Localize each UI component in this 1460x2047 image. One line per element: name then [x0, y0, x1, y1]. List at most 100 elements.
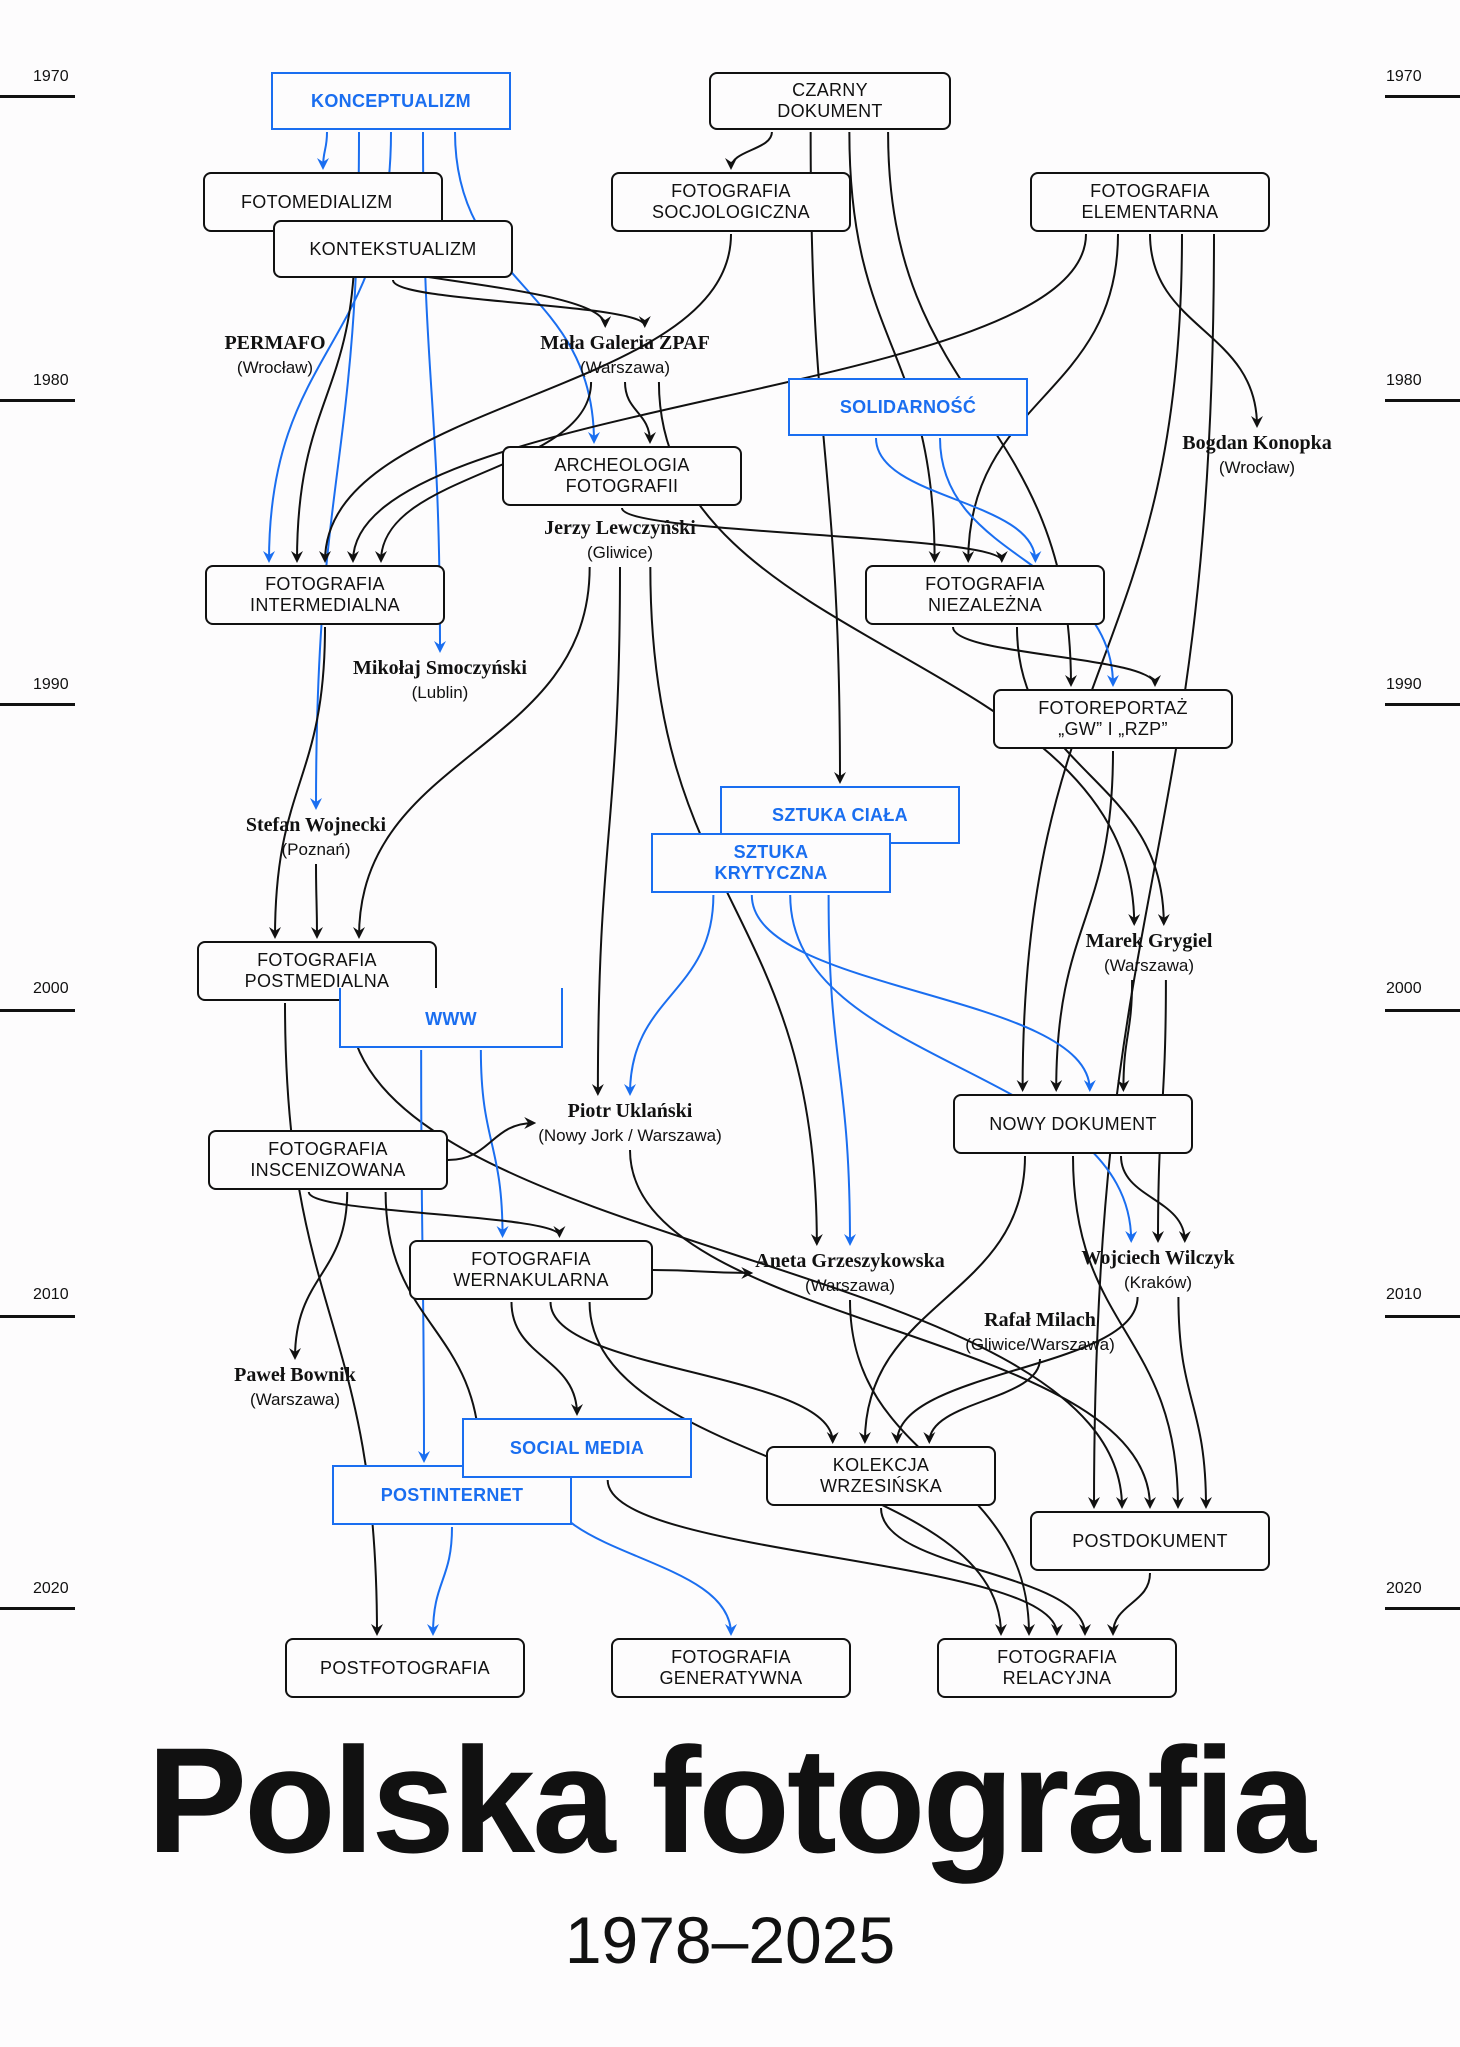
year-tick-2000-left	[0, 1009, 75, 1012]
person-name: Stefan Wojnecki	[245, 814, 387, 836]
person-name: Rafał Milach	[984, 1309, 1096, 1331]
person-aneta-grzeszykowska[interactable]: Aneta Grzeszykowska (Warszawa)	[755, 1248, 944, 1298]
edge-czarny-dokument-to-fotografia-niezalezna	[848, 131, 941, 563]
person-city: (Warszawa)	[1103, 956, 1195, 975]
edge-czarny-dokument-to-sztuka-ciala	[809, 131, 846, 784]
node-solidarnosc[interactable]: SOLIDARNOŚĆ	[788, 378, 1028, 436]
year-label-2020-left: 2020	[33, 1580, 69, 1597]
edge-mala-galeria-to-fotografia-intermedialna	[375, 381, 593, 563]
person-name: Piotr Uklański	[567, 1100, 693, 1122]
node-social-media[interactable]: SOCIAL MEDIA	[462, 1418, 692, 1478]
year-tick-2020-left	[0, 1607, 75, 1610]
edge-nowy-dokument-to-kolekcja-wrzesinska	[858, 1155, 1026, 1444]
person-marek-grygiel[interactable]: Marek Grygiel (Warszawa)	[1086, 928, 1213, 978]
year-label-2010-left: 2010	[33, 1286, 69, 1303]
person-stefan-wojnecki[interactable]: Stefan Wojnecki (Poznań)	[246, 812, 386, 862]
person-name: Wojciech Wilczyk	[1081, 1247, 1235, 1269]
year-label-1990-right: 1990	[1386, 676, 1422, 693]
year-tick-1970-left	[0, 95, 75, 98]
edge-fotografia-elementarna-to-fotografia-niezalezna	[962, 233, 1119, 563]
edge-fotografia-inscenizowana-to-postinternet	[384, 1191, 486, 1463]
person-name: Paweł Bownik	[234, 1364, 356, 1386]
year-label-1980-left: 1980	[33, 372, 69, 389]
edge-fotografia-elementarna-to-nowy-dokument	[1016, 233, 1183, 1092]
year-label-1970-left: 1970	[33, 68, 69, 85]
year-label-2020-right: 2020	[1386, 1580, 1422, 1597]
edge-konceptualizm-to-archeologia-fotografii	[454, 131, 600, 444]
person-rafal-milach[interactable]: Rafał Milach (Gliwice/Warszawa)	[965, 1307, 1115, 1357]
node-www[interactable]: WWW	[339, 988, 563, 1048]
node-fotografia-elementarna[interactable]: FOTOGRAFIA ELEMENTARNA	[1030, 172, 1270, 232]
node-fotografia-socjologiczna[interactable]: FOTOGRAFIA SOCJOLOGICZNA	[611, 172, 851, 232]
node-fotoreportaz[interactable]: FOTOREPORTAŻ „GW” I „RZP”	[993, 689, 1233, 749]
person-city: (Nowy Jork / Warszawa)	[538, 1126, 722, 1145]
node-postfotografia[interactable]: POSTFOTOGRAFIA	[285, 1638, 525, 1698]
year-label-2010-right: 2010	[1386, 1286, 1422, 1303]
edge-fotografia-intermedialna-to-fotografia-postmedialna	[269, 626, 326, 939]
node-fotografia-intermedialna[interactable]: FOTOGRAFIA INTERMEDIALNA	[205, 565, 445, 625]
node-fotografia-generatywna[interactable]: FOTOGRAFIA GENERATYWNA	[611, 1638, 851, 1698]
edge-czarny-dokument-to-fotografia-socjologiczna	[725, 131, 773, 170]
edge-fotografia-niezalezna-to-fotoreportaz	[952, 626, 1161, 687]
person-city: (Poznań)	[281, 840, 351, 859]
edge-mala-galeria-to-archeologia-fotografii	[624, 381, 656, 444]
person-city: (Gliwice/Warszawa)	[965, 1335, 1115, 1354]
edge-fotografia-postmedialna-to-postfotografia	[284, 1002, 383, 1636]
person-name: Marek Grygiel	[1085, 930, 1213, 952]
person-city: (Wrocław)	[1218, 458, 1296, 477]
person-mala-galeria-zpaf[interactable]: Mała Galeria ZPAF (Warszawa)	[540, 330, 710, 380]
person-name: Mikołaj Smoczyński	[353, 657, 527, 679]
genealogy-diagram: 1970 1970 1980 1980 1990 1990 2000 2000 …	[0, 68, 1460, 1698]
node-fotografia-wernakularna[interactable]: FOTOGRAFIA WERNAKULARNA	[409, 1240, 653, 1300]
node-archeologia-fotografii[interactable]: ARCHEOLOGIA FOTOGRAFII	[502, 446, 742, 506]
edge-wojciech-wilczyk-to-postdokument	[1177, 1296, 1212, 1509]
year-label-1980-right: 1980	[1386, 372, 1422, 389]
node-czarny-dokument[interactable]: CZARNY DOKUMENT	[709, 72, 951, 130]
edge-solidarnosc-to-fotografia-niezalezna	[875, 437, 1042, 563]
edge-fotografia-niezalezna-to-marek-grygiel	[1016, 626, 1170, 926]
person-mikolaj-smoczynski[interactable]: Mikołaj Smoczyński (Lublin)	[353, 655, 527, 705]
edge-piotr-uklanski-to-postdokument	[629, 1149, 1156, 1509]
node-kontekstualizm[interactable]: KONTEKSTUALIZM	[273, 220, 513, 278]
edge-solidarnosc-to-fotoreportaz	[939, 437, 1119, 687]
year-tick-2000-right	[1385, 1009, 1460, 1012]
edge-fotografia-wernakularna-to-kolekcja-wrzesinska	[549, 1301, 839, 1444]
node-konceptualizm[interactable]: KONCEPTUALIZM	[271, 72, 511, 130]
edge-jerzy-lewczynski-to-aneta-grzeszykowska	[649, 566, 823, 1246]
edge-kolekcja-wrzesinska-to-fotografia-relacyjna	[880, 1507, 1091, 1636]
year-label-1970-right: 1970	[1386, 68, 1422, 85]
node-nowy-dokument[interactable]: NOWY DOKUMENT	[953, 1094, 1193, 1154]
edge-konceptualizm-to-fotomedializm	[317, 131, 330, 170]
edge-marek-grygiel-to-nowy-dokument	[1117, 979, 1134, 1092]
person-jerzy-lewczynski[interactable]: Jerzy Lewczyński (Gliwice)	[544, 515, 696, 565]
year-tick-1990-right	[1385, 703, 1460, 706]
year-tick-1980-right	[1385, 399, 1460, 402]
person-city: (Warszawa)	[249, 1390, 341, 1409]
person-name: PERMAFO	[224, 332, 326, 354]
node-sztuka-krytyczna[interactable]: SZTUKA KRYTYCZNA	[651, 833, 891, 893]
edge-wojciech-wilczyk-to-kolekcja-wrzesinska	[891, 1296, 1139, 1444]
edge-stefan-wojnecki-to-fotografia-postmedialna	[310, 863, 323, 939]
node-fotografia-postmedialna[interactable]: FOTOGRAFIA POSTMEDIALNA	[197, 941, 437, 1001]
year-tick-1980-left	[0, 399, 75, 402]
edge-fotografia-wernakularna-to-aneta-grzeszykowska	[652, 1266, 754, 1279]
person-pawel-bownik[interactable]: Paweł Bownik (Warszawa)	[234, 1362, 356, 1412]
node-fotografia-inscenizowana[interactable]: FOTOGRAFIA INSCENIZOWANA	[208, 1130, 448, 1190]
person-permafo[interactable]: PERMAFO (Wrocław)	[224, 330, 325, 380]
year-label-2000-right: 2000	[1386, 980, 1422, 997]
person-bogdan-konopka[interactable]: Bogdan Konopka (Wrocław)	[1182, 430, 1332, 480]
year-tick-2020-right	[1385, 1607, 1460, 1610]
node-postdokument[interactable]: POSTDOKUMENT	[1030, 1511, 1270, 1571]
person-name: Mała Galeria ZPAF	[540, 332, 710, 354]
edge-fotografia-socjologiczna-to-fotografia-intermedialna	[319, 233, 732, 563]
node-fotografia-relacyjna[interactable]: FOTOGRAFIA RELACYJNA	[937, 1638, 1177, 1698]
edge-fotografia-inscenizowana-to-fotografia-wernakularna	[307, 1191, 566, 1238]
person-city: (Wrocław)	[236, 358, 314, 377]
edge-sztuka-krytyczna-to-wojciech-wilczyk	[789, 894, 1138, 1243]
person-piotr-uklanski[interactable]: Piotr Uklański (Nowy Jork / Warszawa)	[538, 1098, 722, 1148]
person-wojciech-wilczyk[interactable]: Wojciech Wilczyk (Kraków)	[1081, 1245, 1234, 1295]
node-fotografia-niezalezna[interactable]: FOTOGRAFIA NIEZALEŻNA	[865, 565, 1105, 625]
node-kolekcja-wrzesinska[interactable]: KOLEKCJA WRZESIŃSKA	[766, 1446, 996, 1506]
edge-fotografia-elementarna-to-bogdan-konopka	[1149, 233, 1263, 428]
edge-kontekstualizm-to-mala-galeria	[392, 279, 651, 328]
